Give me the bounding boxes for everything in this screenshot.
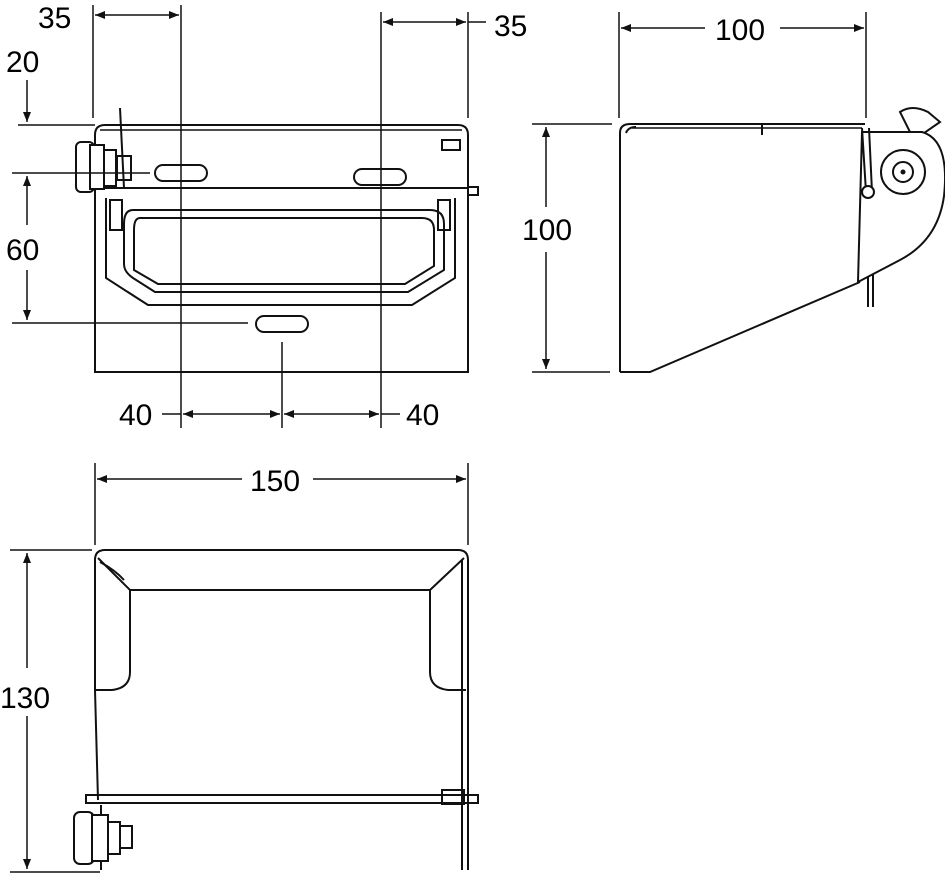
dim-front-slot-spacing: 60 (6, 234, 39, 267)
top-dimensions: 150 130 (0, 463, 469, 873)
top-view (73, 549, 479, 870)
front-view (75, 107, 479, 373)
dim-top-depth: 130 (0, 682, 50, 715)
dim-front-bottom-right: 40 (406, 399, 439, 432)
side-dimensions: 100 100 (522, 12, 867, 373)
front-dimensions: 35 35 20 60 40 40 (6, 2, 527, 432)
side-view (619, 107, 945, 373)
dim-side-depth: 100 (715, 14, 765, 47)
dim-front-left-offset: 35 (38, 2, 71, 35)
dim-side-height: 100 (522, 214, 572, 247)
lock-icon (75, 107, 132, 193)
dim-front-top-offset: 20 (6, 46, 39, 79)
lock-icon (856, 107, 945, 284)
dim-front-bottom-left: 40 (119, 399, 152, 432)
dim-top-width: 150 (250, 465, 300, 498)
lock-icon (73, 811, 133, 865)
dim-front-right-offset: 35 (494, 10, 527, 43)
